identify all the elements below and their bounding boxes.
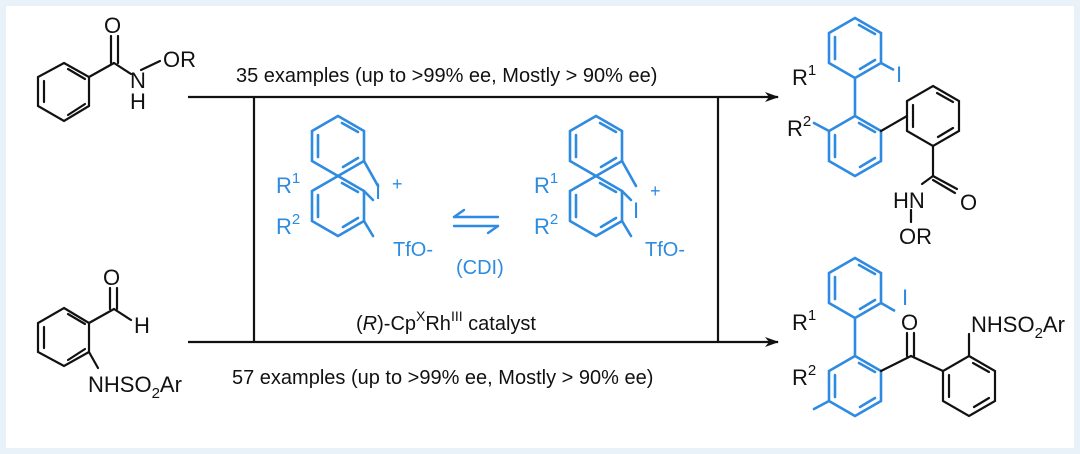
equilibrium-label: (CDI) <box>456 257 504 279</box>
bottom-reaction-conditions: 57 examples (up to >99% ee, Mostly > 90%… <box>232 367 653 389</box>
bottom-product-r1: R1 <box>792 307 816 335</box>
top-reactant-h-label: H <box>130 89 146 114</box>
right-iodonium-r1: R1 <box>534 170 558 198</box>
bottom-product-iodo: I <box>902 285 908 310</box>
bottom-product-ketone-o: O <box>901 310 918 335</box>
bottom-product-r2: R2 <box>792 362 816 390</box>
bottom-product-c-i-bond <box>880 301 896 313</box>
figure-frame <box>6 6 1074 448</box>
bottom-product-blue-rings <box>812 256 883 418</box>
bottom-product-sulfonamide: NHSO2Ar <box>971 312 1065 342</box>
top-product-carbonyl-o: O <box>960 190 977 215</box>
right-iodonium-r2: R2 <box>534 211 558 239</box>
top-product-c-i-bond <box>880 61 895 72</box>
equilibrium-arrows <box>452 208 500 235</box>
top-product-blue-rings <box>812 16 883 178</box>
bottom-reactant-aldehyde-o: O <box>103 265 120 290</box>
right-iodonium-counterion: TfO- <box>645 239 685 261</box>
left-iodonium-counterion: TfO- <box>393 239 433 261</box>
bottom-reactant-sulfonamide: NHSO2Ar <box>88 372 182 402</box>
top-product-or: OR <box>899 224 932 249</box>
top-reactant-carbonyl-o: O <box>104 13 121 38</box>
bottom-reactant-benzaldehyde <box>36 286 133 370</box>
top-reactant-or-label: OR <box>163 47 196 72</box>
left-iodonium-r2: R2 <box>276 211 300 239</box>
top-reactant-benzamide <box>36 34 162 123</box>
left-iodonium-r1: R1 <box>276 170 300 198</box>
left-iodonium-charge: + <box>392 174 403 194</box>
left-iodonium-rings <box>310 114 380 238</box>
top-product-hn: HN <box>893 188 925 213</box>
catalyst-label: (R)-CpXRhIII catalyst <box>356 308 536 335</box>
left-iodonium-iodine: I <box>375 179 381 204</box>
top-product-r1: R1 <box>792 62 816 90</box>
bottom-reactant-aldehyde-h: H <box>134 313 150 338</box>
top-reaction-conditions: 35 examples (up to >99% ee, Mostly > 90%… <box>236 65 657 87</box>
right-iodonium-rings <box>568 114 638 238</box>
top-product-iodo: I <box>896 62 902 87</box>
right-iodonium-charge: + <box>650 181 661 201</box>
top-reactant-n-label: N <box>130 68 146 93</box>
top-product-r2: R2 <box>787 113 811 141</box>
top-product-black-ring <box>879 84 961 224</box>
bottom-product-black-ring <box>879 331 997 418</box>
right-iodonium-iodine: I <box>633 198 639 223</box>
